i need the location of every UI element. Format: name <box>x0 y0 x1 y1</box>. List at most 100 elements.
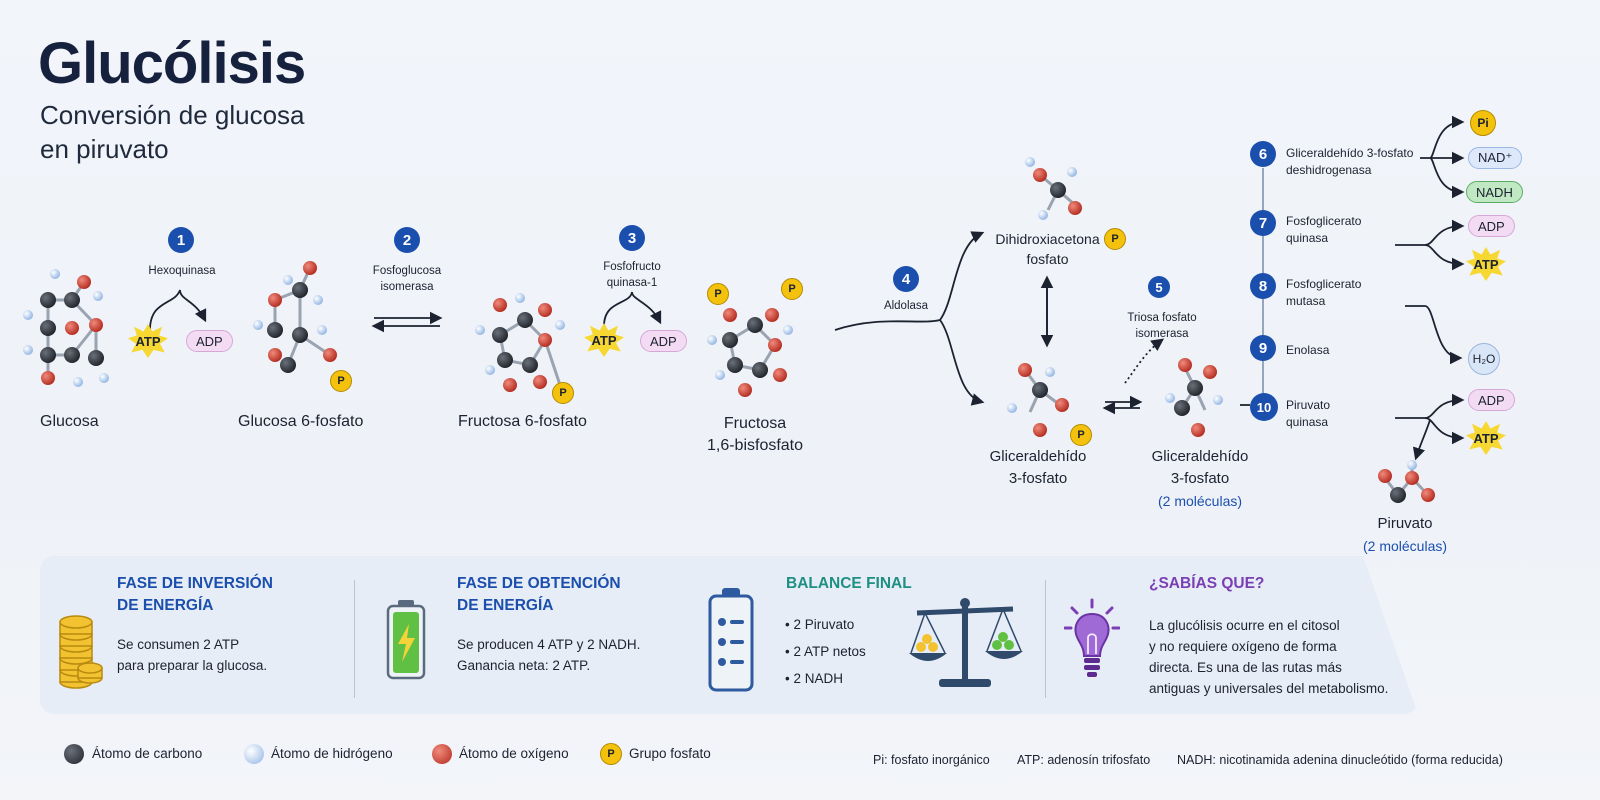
dhap-molecule <box>1025 157 1082 220</box>
step-9-enzyme: Enolasa <box>1286 343 1330 357</box>
step-5-enzyme: Triosa fosfato isomerasa <box>1112 310 1212 342</box>
step-4-enzyme: Aldolasa <box>883 300 929 312</box>
sabias-text-line3: directa. Es una de las rutas más <box>1149 660 1342 675</box>
balance-item-2: • 2 ATP netos <box>785 644 866 659</box>
step-10-enzyme-line2: quinasa <box>1286 415 1329 429</box>
step-3-enzyme-line1: Fosfofructo <box>603 261 661 273</box>
label-piruvato-note: (2 moléculas) <box>1362 538 1448 554</box>
label-g6p: Glucosa 6-fosfato <box>238 413 364 430</box>
step-5-enzyme-line2: isomerasa <box>1135 328 1189 340</box>
lightbulb-icon <box>1064 598 1120 677</box>
obtencion-text-line1: Se producen 4 ATP y 2 NADH. <box>457 637 641 652</box>
phosphate-badge-g3p: P <box>1070 424 1092 446</box>
panel-divider-1 <box>354 580 355 698</box>
step-7-number: 7 <box>1250 210 1276 236</box>
step-10-enzyme: Piruvato quinasa <box>1286 397 1330 431</box>
label-piruvato: Piruvato (2 moléculas) <box>1350 513 1460 557</box>
oxygen-atom-icon <box>432 744 452 764</box>
inversion-title: FASE DE INVERSIÓN DE ENERGÍA <box>117 573 273 617</box>
label-g3p-line1: Gliceraldehído <box>989 448 1087 465</box>
h2o-badge: H₂O <box>1468 343 1500 375</box>
hydrogen-atom-icon <box>244 744 264 764</box>
f16bp-molecule <box>707 308 793 397</box>
g6p-molecule <box>253 261 337 373</box>
step-3-enzyme: Fosfofructo quinasa-1 <box>592 259 672 291</box>
sabias-text: La glucólisis ocurre en el citosol y no … <box>1149 615 1388 699</box>
step-8-enzyme: Fosfoglicerato mutasa <box>1286 276 1361 310</box>
footnote-atp: ATP: adenosín trifosfato <box>1017 753 1151 767</box>
step-8-enzyme-line1: Fosfoglicerato <box>1286 277 1362 291</box>
legend-hydrogen: Átomo de hidrógeno <box>271 746 393 761</box>
panel-divider-2 <box>1045 580 1046 698</box>
carbon-atom-icon <box>64 744 84 764</box>
inversion-title-line1: FASE DE INVERSIÓN <box>117 575 273 592</box>
legend-carbon: Átomo de carbono <box>92 746 203 761</box>
label-f16bp-line1: Fructosa <box>723 415 787 432</box>
pyruvate-molecule <box>1378 460 1435 503</box>
sabias-text-line4: antiguas y universales del metabolismo. <box>1149 681 1389 696</box>
step-10-number: 10 <box>1250 393 1278 421</box>
step-6-enzyme: Gliceraldehído 3-fosfato deshidrogenasa <box>1286 145 1413 179</box>
footnote-pi: Pi: fosfato inorgánico <box>873 753 990 767</box>
step-7-enzyme-line2: quinasa <box>1286 231 1329 245</box>
balance-item-1: • 2 Piruvato <box>785 617 855 632</box>
sabias-text-line2: y no requiere oxígeno de forma <box>1149 639 1337 654</box>
subtitle-line-1: Conversión de glucosa <box>40 100 305 130</box>
phosphate-group-icon: P <box>600 743 622 765</box>
step-2-number: 2 <box>394 227 420 253</box>
sabias-title: ¿SABÍAS QUE? <box>1149 575 1265 592</box>
adp-pill-step7: ADP <box>1468 215 1515 237</box>
step-5-enzyme-line1: Triosa fosfato <box>1127 312 1197 324</box>
glucose-molecule <box>23 269 109 387</box>
adp-pill-step1: ADP <box>186 330 233 352</box>
obtencion-text-line2: Ganancia neta: 2 ATP. <box>457 658 591 673</box>
label-g3p2-note: (2 moléculas) <box>1157 493 1243 509</box>
step-7-enzyme: Fosfoglicerato quinasa <box>1286 213 1361 247</box>
legend-phosphate: Grupo fosfato <box>629 746 711 761</box>
phosphate-badge-dhap: P <box>1104 228 1126 250</box>
balance-scale-icon <box>909 598 1023 687</box>
label-dhap-line1: Dihidroxiacetona <box>995 231 1100 247</box>
nadh-pill: NADH <box>1466 181 1523 203</box>
step-6-number: 6 <box>1250 141 1276 167</box>
step-6-enzyme-line1: Gliceraldehído 3-fosfato <box>1286 146 1414 160</box>
step-9-number: 9 <box>1250 335 1276 361</box>
balance-title: BALANCE FINAL <box>786 575 912 592</box>
nad-pill: NAD⁺ <box>1468 147 1523 169</box>
step-2-enzyme: Fosfoglucosa isomerasa <box>362 263 452 295</box>
step-6-enzyme-line2: deshidrogenasa <box>1286 163 1372 177</box>
label-dhap-line2: fosfato <box>1026 251 1069 267</box>
obtencion-title: FASE DE OBTENCIÓN DE ENERGÍA <box>457 573 621 617</box>
phosphate-badge-f16bp-1: P <box>707 283 729 305</box>
g3p-molecule <box>1007 363 1069 437</box>
phosphate-badge-f6p: P <box>552 382 574 404</box>
step-4-number: 4 <box>893 266 919 292</box>
adp-pill-step10: ADP <box>1468 389 1515 411</box>
sabias-text-line1: La glucólisis ocurre en el citosol <box>1149 618 1340 633</box>
coins-icon <box>59 615 103 689</box>
inversion-text: Se consumen 2 ATP para preparar la gluco… <box>117 634 267 676</box>
f6p-molecule <box>475 293 565 392</box>
adp-pill-step3: ADP <box>640 330 687 352</box>
page-subtitle: Conversión de glucosa en piruvato <box>40 98 305 166</box>
label-g3p2: Gliceraldehído 3-fosfato (2 moléculas) <box>1145 446 1255 512</box>
step-1-number: 1 <box>168 227 194 253</box>
step-2-enzyme-line1: Fosfoglucosa <box>372 265 442 277</box>
phosphate-badge-g6p: P <box>330 370 352 392</box>
balance-item-3: • 2 NADH <box>785 671 843 686</box>
obtencion-title-line1: FASE DE OBTENCIÓN <box>457 575 621 592</box>
page-title: Glucólisis <box>38 31 306 96</box>
label-piruvato-name: Piruvato <box>1377 515 1433 532</box>
pi-badge: Pi <box>1470 110 1496 136</box>
step-10-enzyme-line1: Piruvato <box>1286 398 1331 412</box>
label-g3p2-line1: Gliceraldehído <box>1151 448 1249 465</box>
step-5-number: 5 <box>1148 276 1170 298</box>
step-8-number: 8 <box>1250 273 1276 299</box>
legend-oxygen: Átomo de oxígeno <box>459 746 569 761</box>
step-3-enzyme-line2: quinasa-1 <box>606 277 658 289</box>
label-dhap: Dihidroxiacetona fosfato <box>990 229 1105 269</box>
inversion-title-line2: DE ENERGÍA <box>117 597 214 614</box>
subtitle-line-2: en piruvato <box>40 134 169 164</box>
step-2-enzyme-line2: isomerasa <box>380 281 434 293</box>
